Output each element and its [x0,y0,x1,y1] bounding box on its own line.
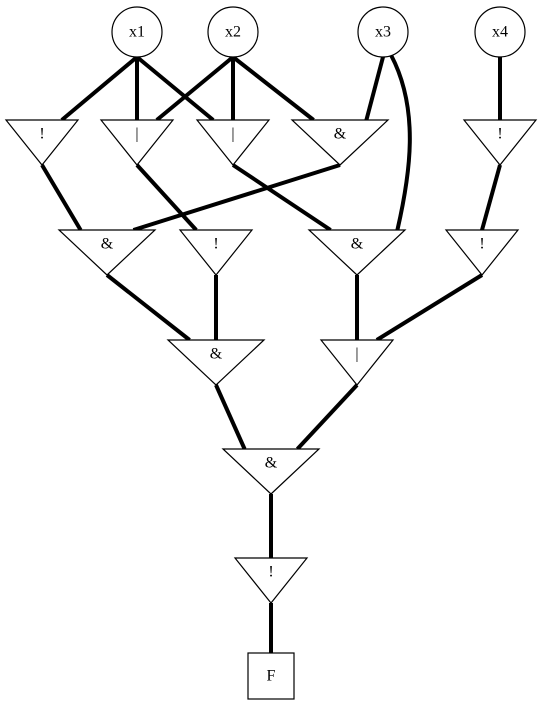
node-label: | [355,346,358,363]
edges-layer [40,54,502,653]
node-label: ! [39,126,44,143]
edge-x2-to-or1 [155,55,235,122]
node-label: & [265,455,278,472]
node-or1: | [99,119,175,166]
node-not2: ! [462,119,538,166]
node-label: F [267,668,276,685]
node-x4: x4 [474,6,526,58]
node-not1: ! [4,119,80,166]
gate-triangle [307,229,407,276]
node-label: x1 [129,24,145,41]
node-and2: & [57,229,157,276]
node-x2: x2 [207,6,259,58]
input-circle [474,6,526,58]
edge-and2-to-and4 [105,273,191,342]
edge-x2-to-and1 [231,55,315,122]
gate-triangle [221,448,321,495]
edge-x1-to-not1 [60,55,139,122]
edge-and4-to-and5 [214,384,247,450]
node-and3: & [307,229,407,276]
node-label: & [210,346,223,363]
node-and5: & [221,448,321,495]
node-label: & [351,236,364,253]
edge-x1-to-or2 [135,55,215,122]
node-label: x4 [492,24,508,41]
edge-or3-to-and5 [295,383,359,451]
output-box [247,652,295,700]
node-F: F [247,652,295,700]
edge-or1-to-not3 [135,163,198,232]
input-circle [357,6,409,58]
node-or2: | [195,119,271,166]
node-label: ! [213,236,218,253]
gate-triangle [233,557,309,604]
edge-not4-to-or3 [375,273,484,342]
edge-and1-to-and2 [132,163,341,232]
gate-triangle [166,339,266,386]
gate-triangle [178,229,254,276]
node-not4: ! [444,229,520,276]
edge-or2-to-and3 [231,163,332,232]
nodes-layer: x1 x2 x3 x4! | | &! &! &! & | &! F [4,6,538,700]
node-x3: x3 [357,6,409,58]
node-label: ! [479,236,484,253]
node-and4: & [166,339,266,386]
node-label: | [231,126,234,143]
gate-triangle [99,119,175,166]
gate-triangle [444,229,520,276]
node-not5: ! [233,557,309,604]
node-not3: ! [178,229,254,276]
input-circle [207,6,259,58]
node-or3: | [319,339,395,386]
node-label: | [135,126,138,143]
edge-not1-to-and2 [40,163,83,232]
node-label: ! [497,126,502,143]
node-label: & [101,236,114,253]
gate-triangle [57,229,157,276]
input-circle [111,6,163,58]
node-label: & [334,126,347,143]
edge-x3-to-and3 [389,54,412,231]
node-label: x3 [375,24,391,41]
gate-triangle [195,119,271,166]
node-and1: & [290,119,390,166]
edge-not2-to-not4 [480,164,502,231]
node-label: ! [268,564,273,581]
gate-triangle [319,339,395,386]
edge-x3-to-and1 [364,56,385,121]
gate-triangle [462,119,538,166]
gate-triangle [4,119,80,166]
gate-triangle [290,119,390,166]
node-label: x2 [225,24,241,41]
node-x1: x1 [111,6,163,58]
